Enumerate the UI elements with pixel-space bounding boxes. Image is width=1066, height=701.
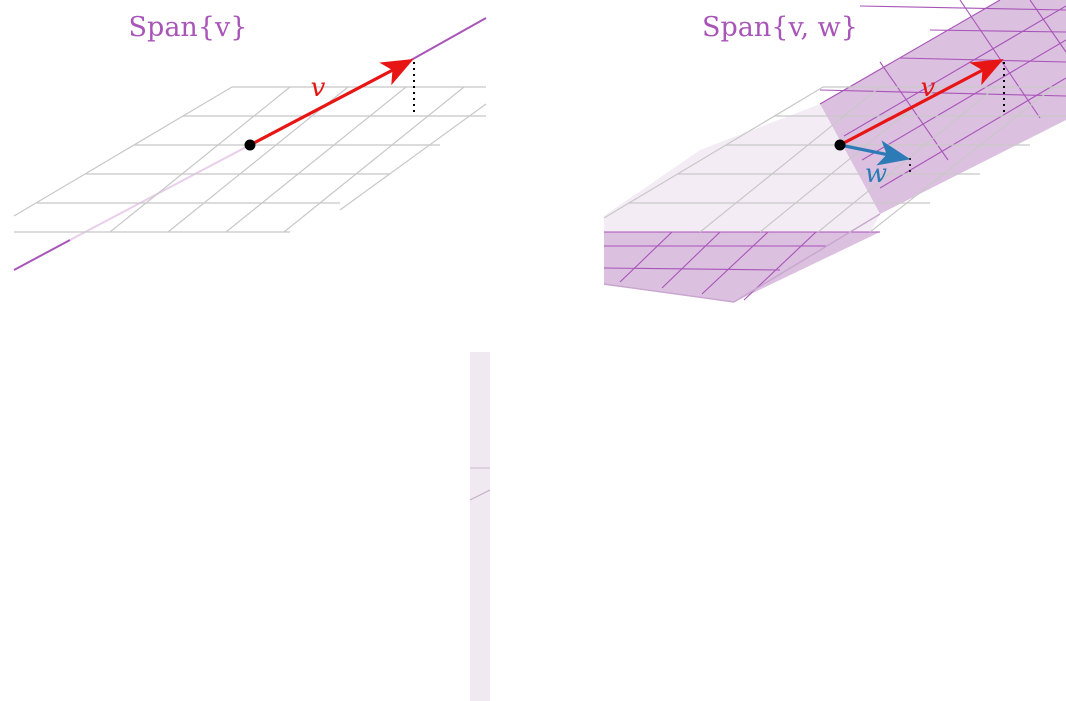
grid-line [759, 86, 939, 233]
span-plane-lower-fill [604, 232, 880, 302]
origin-point [834, 139, 846, 151]
left-panel: Span{v} v [13, 12, 487, 271]
grid-line [167, 86, 349, 233]
plane-line [879, 61, 949, 161]
right-panel: Span{v, w} [603, 0, 1066, 303]
strip-grid-line [469, 489, 491, 501]
span-line-hidden-segment [69, 144, 251, 241]
vector-v-arrow [839, 59, 1004, 147]
plane-line [619, 231, 673, 283]
grid-line [869, 86, 1055, 233]
origin-point [244, 139, 256, 151]
bottom-strip [469, 352, 491, 701]
vector-v-label: v [311, 73, 326, 103]
grid-line [13, 86, 233, 217]
right-grid-plane [603, 86, 1066, 233]
plane-line [959, 0, 1041, 119]
plane-line [861, 39, 1066, 161]
right-panel-title: Span{v, w} [702, 12, 858, 43]
grid-line [603, 86, 824, 219]
span-line [13, 239, 71, 271]
grid-over-plane [604, 104, 880, 232]
vector-w-label: w [865, 159, 887, 189]
plane-line [929, 29, 1066, 33]
left-grid-plane [13, 86, 487, 233]
grid-line [283, 86, 465, 233]
plane-line [879, 77, 1066, 189]
grid-line [109, 86, 291, 233]
vector-w-arrow [839, 140, 911, 166]
plane-line [843, 5, 1066, 137]
plane-line [603, 267, 781, 271]
faint-plane-strip [470, 352, 490, 701]
left-panel-title: Span{v} [129, 12, 248, 43]
grid-line [225, 86, 407, 233]
vector-v-label: v [921, 73, 936, 103]
plane-line [1029, 0, 1066, 53]
plane-line [701, 231, 769, 295]
plane-edge [733, 213, 881, 303]
plane-edge [603, 283, 735, 303]
vector-v-arrow [249, 59, 414, 147]
span-line [403, 17, 487, 65]
plane-line [661, 231, 721, 289]
grid-line [339, 103, 487, 211]
grid-line [699, 86, 881, 233]
plane-line [859, 5, 1066, 11]
